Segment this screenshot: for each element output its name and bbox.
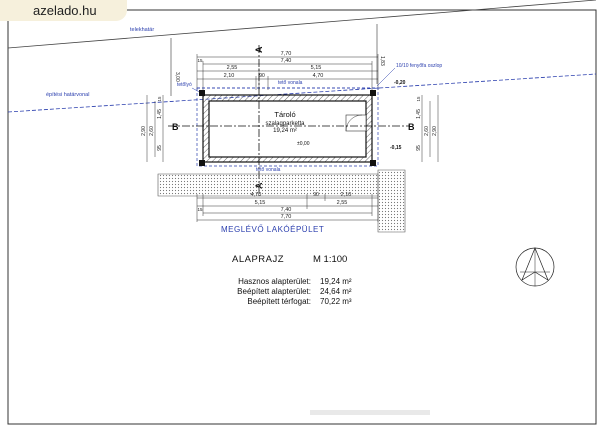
top-edge-dim: 15	[197, 58, 203, 63]
post-top-right	[370, 90, 376, 96]
post-bottom-right	[370, 160, 376, 166]
gutter-label: tetőlyó	[177, 82, 192, 88]
left-dim-5: 15	[157, 96, 162, 102]
room-name: Tároló	[274, 110, 295, 119]
room-floor: szalagparketta	[265, 121, 305, 127]
left-offset-text: 3,00	[174, 72, 180, 82]
property-line-label: telekhatár	[130, 27, 154, 33]
level-minus-015: -0,15	[390, 145, 402, 151]
area-value-2: 24,64 m²	[320, 287, 352, 296]
top-inner-dim: 7,40	[281, 58, 292, 64]
left-dim-3: 1,45	[157, 109, 163, 119]
watermark-banner: azelado.hu	[0, 0, 127, 21]
bottom-dimensions	[196, 194, 379, 222]
post-top-left	[199, 90, 205, 96]
room-area: 19,24 m²	[273, 128, 297, 134]
bottom-part-3: 2,10	[341, 192, 352, 198]
plan-scale: M 1:100	[313, 254, 347, 265]
post-label: 10/10 fenyőfa oszlop	[396, 63, 442, 69]
property-line	[7, 0, 597, 49]
existing-wall-block	[377, 169, 406, 233]
left-dim-1: 2,90	[141, 126, 147, 136]
eave-line-lower-label: tető vonala	[256, 167, 281, 173]
bottom-edge-dim: 15	[197, 207, 203, 212]
right-dim-5: 15	[416, 96, 421, 102]
section-b-right: B	[408, 122, 415, 132]
right-dim-1: 2,90	[432, 126, 438, 136]
sheet-border	[7, 9, 597, 425]
top-part2-3: 4,70	[313, 73, 324, 79]
eave-outline	[196, 87, 379, 167]
top-part2-1: 2,10	[224, 73, 235, 79]
area-label-1: Hasznos alapterület:	[238, 277, 311, 286]
faded-stamp	[310, 410, 430, 415]
post-leader	[376, 67, 396, 87]
eave-line-label: tető vonala	[278, 80, 303, 86]
building-line-label: építési határvonal	[46, 92, 89, 98]
door-opening	[345, 114, 367, 132]
right-side-dimensions	[421, 95, 439, 162]
watermark-text: azelado.hu	[33, 3, 97, 18]
top-total-dim: 7,70	[281, 51, 292, 57]
right-dim-2: 2,60	[424, 126, 430, 136]
top-part-2: 5,15	[311, 65, 322, 71]
level-minus-020: -0,20	[394, 80, 406, 86]
area-value-1: 19,24 m²	[320, 277, 352, 286]
level-zero: ±0,00	[297, 141, 310, 147]
bottom-part-2: 90	[313, 192, 319, 198]
bottom-part2-2: 2,55	[337, 200, 348, 206]
area-label-3: Beépített térfogat:	[247, 297, 311, 306]
right-dim-4: 95	[416, 145, 422, 151]
section-a-top: A	[254, 46, 264, 53]
door-swing	[345, 114, 363, 132]
area-value-3: 70,22 m³	[320, 297, 352, 306]
post-bottom-left	[199, 160, 205, 166]
right-dim-3: 1,45	[416, 109, 422, 119]
top-dimensions	[196, 54, 379, 90]
right-offset-text: 1,83	[379, 56, 385, 66]
interior-room	[208, 100, 367, 158]
top-part2-2: 90	[259, 73, 265, 79]
left-dim-2: 2,60	[149, 126, 155, 136]
existing-building-label: MEGLÉVŐ LAKÓÉPÜLET	[221, 225, 324, 234]
bottom-part2-1: 5,15	[255, 200, 266, 206]
top-part-1: 2,55	[227, 65, 238, 71]
bottom-total-dim: 7,70	[281, 214, 292, 220]
plan-title: ALAPRAJZ	[232, 254, 284, 265]
bottom-inner-dim: 7,40	[281, 207, 292, 213]
left-dim-4: 95	[157, 145, 163, 151]
section-b-left: B	[172, 122, 179, 132]
left-side-dimensions	[146, 95, 164, 162]
north-arrow-icon	[515, 247, 555, 287]
area-label-2: Beépített alapterület:	[237, 287, 311, 296]
building-line	[7, 73, 597, 113]
bottom-part-1: 4,70	[251, 192, 262, 198]
